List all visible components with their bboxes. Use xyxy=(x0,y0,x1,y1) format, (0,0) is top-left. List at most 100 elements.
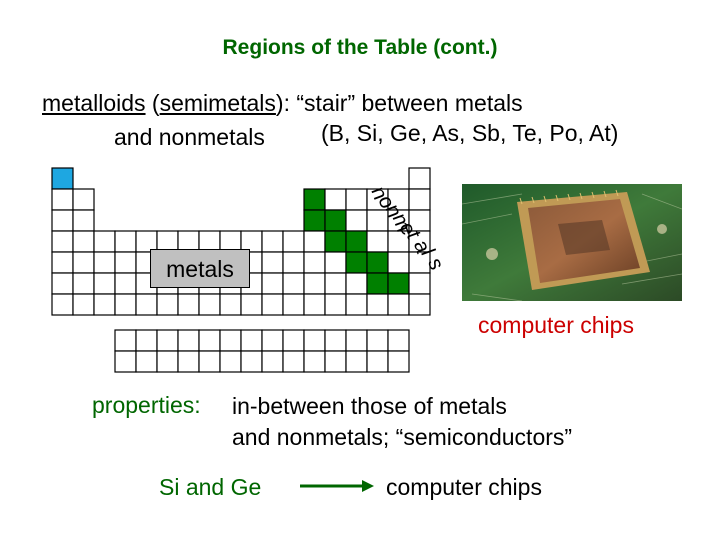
element-cell xyxy=(408,209,431,232)
element-cell xyxy=(387,188,410,211)
term-metalloids: metalloids xyxy=(42,90,146,116)
element-cell xyxy=(303,272,326,295)
element-cell xyxy=(51,230,74,253)
hydrogen-cell xyxy=(51,167,74,190)
definition-line-1: metalloids (semimetals): “stair” between… xyxy=(42,90,523,117)
metalloid-cell xyxy=(345,251,368,274)
element-cell xyxy=(114,293,137,316)
element-cell xyxy=(345,293,368,316)
element-cell xyxy=(366,188,389,211)
element-cell xyxy=(345,272,368,295)
element-cell xyxy=(408,167,431,190)
relation-from: Si and Ge xyxy=(159,474,262,500)
element-cell xyxy=(387,209,410,232)
f-block-cell xyxy=(219,329,242,352)
element-cell xyxy=(51,293,74,316)
metalloid-cell xyxy=(366,251,389,274)
term-semimetals: semimetals xyxy=(159,90,276,116)
element-cell xyxy=(114,272,137,295)
properties-line-1: in-between those of metals xyxy=(232,393,507,419)
metalloid-cell xyxy=(324,230,347,253)
metalloid-cell xyxy=(303,209,326,232)
element-cell xyxy=(282,230,305,253)
f-block-cell xyxy=(366,350,389,373)
element-cell xyxy=(345,188,368,211)
properties-label: properties: xyxy=(92,392,201,418)
element-cell xyxy=(177,293,200,316)
f-block-cell xyxy=(240,329,263,352)
element-cell xyxy=(72,272,95,295)
element-cell xyxy=(156,293,179,316)
element-cell xyxy=(366,293,389,316)
image-caption: computer chips xyxy=(478,312,634,338)
f-block-cell xyxy=(324,350,347,373)
element-cell xyxy=(93,251,116,274)
element-cell xyxy=(51,209,74,232)
f-block-cell xyxy=(156,329,179,352)
f-block-cell xyxy=(177,329,200,352)
f-block-cell xyxy=(282,350,305,373)
f-block-cell xyxy=(345,329,368,352)
element-cell xyxy=(408,188,431,211)
element-cell xyxy=(408,272,431,295)
metalloid-cell xyxy=(387,272,410,295)
element-cell xyxy=(345,209,368,232)
element-cell xyxy=(261,272,284,295)
element-cell xyxy=(387,251,410,274)
f-block-cell xyxy=(303,329,326,352)
element-cell xyxy=(282,293,305,316)
f-block-cell xyxy=(303,350,326,373)
f-block-cell xyxy=(198,329,221,352)
definition-line-2: and nonmetals xyxy=(114,124,265,150)
open-paren: ( xyxy=(145,90,160,116)
f-block-cell xyxy=(177,350,200,373)
element-cell xyxy=(93,272,116,295)
element-cell xyxy=(72,188,95,211)
element-cell xyxy=(324,188,347,211)
element-cell xyxy=(93,293,116,316)
element-cell xyxy=(303,230,326,253)
element-cell xyxy=(261,230,284,253)
element-cell xyxy=(303,293,326,316)
element-cell xyxy=(303,251,326,274)
element-cell xyxy=(261,293,284,316)
f-block-cell xyxy=(261,329,284,352)
relation-to: computer chips xyxy=(386,474,542,500)
metalloid-cell xyxy=(324,209,347,232)
f-block-cell xyxy=(324,329,347,352)
definition-rest: ): “stair” between metals xyxy=(275,90,523,116)
element-cell xyxy=(282,251,305,274)
f-block-cell xyxy=(240,350,263,373)
element-cell xyxy=(324,293,347,316)
element-cell xyxy=(114,230,137,253)
metalloid-element-list: (B, Si, Ge, As, Sb, Te, Po, At) xyxy=(321,120,619,146)
element-cell xyxy=(51,188,74,211)
element-cell xyxy=(324,251,347,274)
element-cell xyxy=(282,272,305,295)
f-block-cell xyxy=(387,329,410,352)
f-block-cell xyxy=(114,329,137,352)
f-block-cell xyxy=(156,350,179,373)
f-block-cell xyxy=(345,350,368,373)
element-cell xyxy=(93,230,116,253)
f-block-cell xyxy=(135,350,158,373)
f-block-cell xyxy=(261,350,284,373)
properties-line-2: and nonmetals; “semiconductors” xyxy=(232,424,573,450)
element-cell xyxy=(366,230,389,253)
computer-chip-photo xyxy=(462,184,682,301)
element-cell xyxy=(51,272,74,295)
element-cell xyxy=(135,293,158,316)
element-cell xyxy=(72,251,95,274)
element-cell xyxy=(387,293,410,316)
element-cell xyxy=(72,209,95,232)
f-block-cell xyxy=(114,350,137,373)
metalloid-cell xyxy=(303,188,326,211)
element-cell xyxy=(114,251,137,274)
element-cell xyxy=(219,293,242,316)
f-block-cell xyxy=(282,329,305,352)
f-block-cell xyxy=(219,350,242,373)
element-cell xyxy=(72,293,95,316)
element-cell xyxy=(408,251,431,274)
element-cell xyxy=(198,293,221,316)
element-cell xyxy=(261,251,284,274)
